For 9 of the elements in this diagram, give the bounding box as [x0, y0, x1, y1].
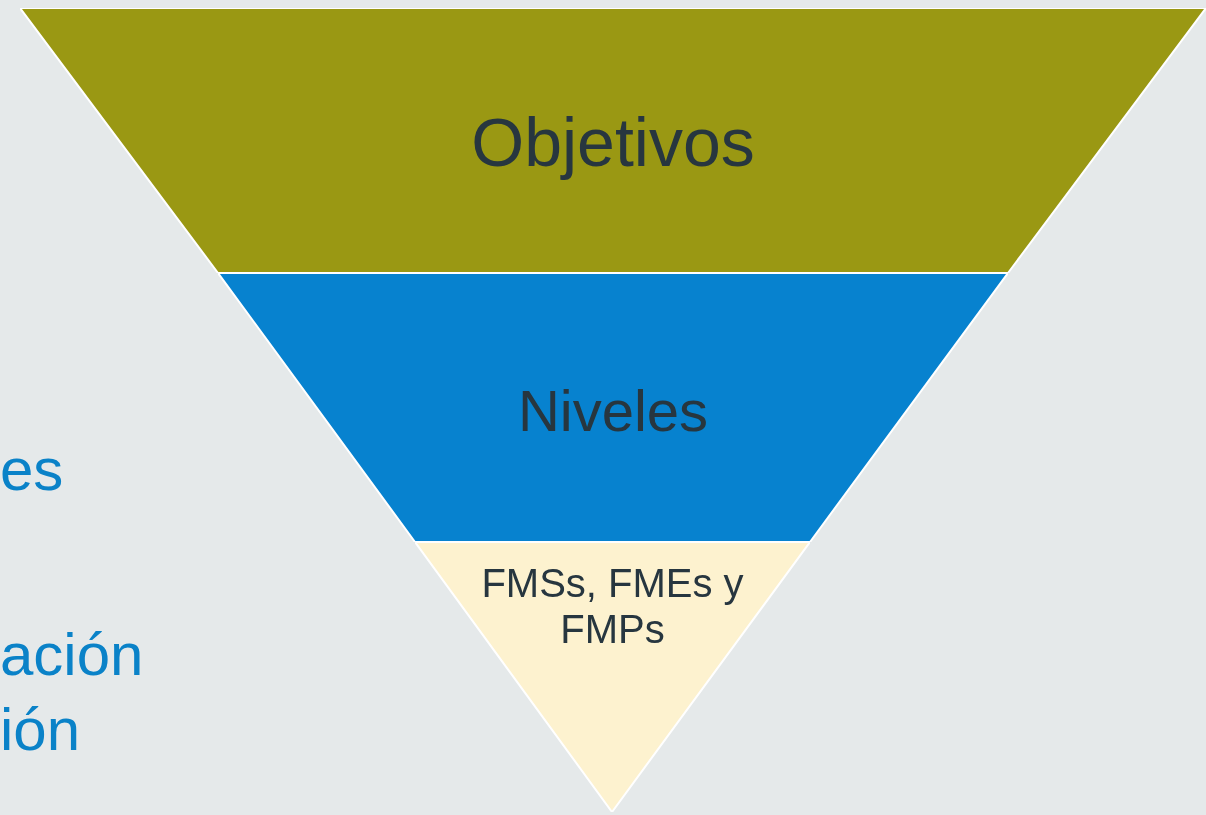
level-label: FMSs, FMEs y FMPs — [480, 560, 745, 652]
funnel-level — [415, 542, 810, 812]
level-label: Niveles — [516, 378, 710, 445]
funnel-level — [218, 273, 1008, 542]
side-text: ión — [0, 700, 81, 760]
funnel-level — [20, 8, 1206, 273]
side-text: ación — [0, 625, 144, 685]
side-text: es — [0, 440, 64, 500]
level-label: Objetivos — [470, 103, 756, 182]
